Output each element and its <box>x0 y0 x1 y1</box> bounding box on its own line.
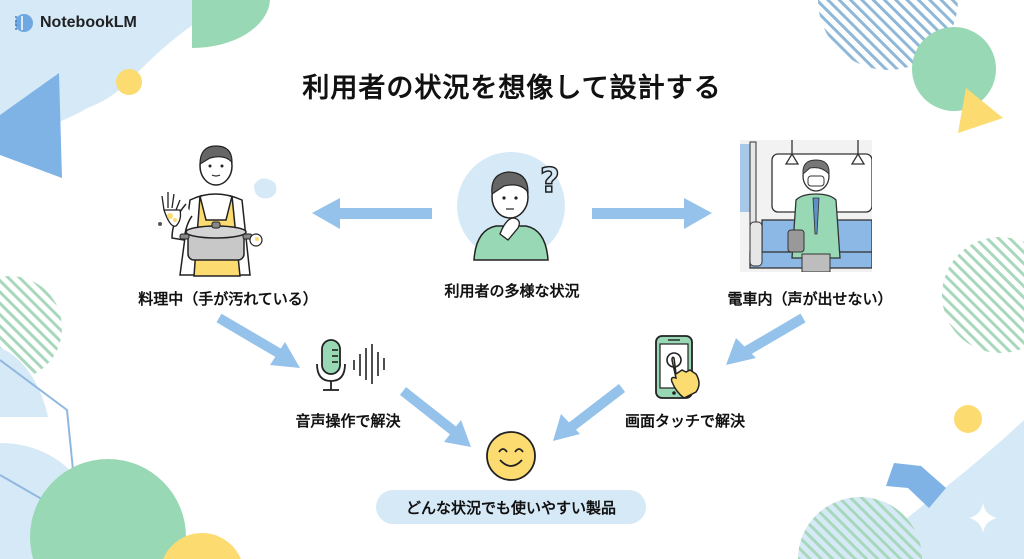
bg-striped-circle-right <box>942 237 1024 353</box>
bg-yellow-dot-right <box>954 405 982 433</box>
bg-sparkle-icon <box>969 503 997 533</box>
bg-yellow-dot <box>116 69 142 95</box>
label-cooking: 料理中（手が汚れている） <box>138 290 318 308</box>
bg-green-quarter <box>192 0 270 49</box>
bg-striped-circle-bottom-right <box>798 497 922 559</box>
bg-line-left <box>0 359 80 522</box>
microphone-icon <box>316 339 385 391</box>
bg-yellow-circle-bottom-left <box>163 533 241 559</box>
svg-text:?: ? <box>540 161 560 201</box>
label-train: 電車内（声が出せない） <box>727 290 893 308</box>
slide-title: 利用者の状況を想像して設計する <box>302 73 722 104</box>
app-name: NotebookLM <box>40 14 137 31</box>
result-pill: どんな状況でも使いやすい製品 <box>376 490 646 524</box>
notebooklm-logo-icon <box>15 14 33 32</box>
label-center: 利用者の多様な状況 <box>444 282 580 300</box>
label-touch-solution: 画面タッチで解決 <box>624 412 745 430</box>
result-label: どんな状況でも使いやすい製品 <box>405 498 616 517</box>
smartphone-touch-icon <box>655 335 700 399</box>
bg-striped-circle-left <box>0 276 62 380</box>
bg-green-circle-top-right <box>912 27 996 111</box>
bg-blue-triangle <box>0 73 62 178</box>
bg-blue-chevron <box>886 463 946 508</box>
thinking-person-icon: ? <box>457 152 565 261</box>
bg-green-circle-bottom-left <box>30 459 186 559</box>
label-voice-solution: 音声操作で解決 <box>295 412 401 430</box>
app-logo: NotebookLM <box>12 12 137 34</box>
smiley-face-icon <box>486 431 536 481</box>
train-passenger-icon <box>740 140 872 272</box>
cooking-person-icon <box>158 145 277 277</box>
bg-yellow-triangle <box>958 88 1003 133</box>
